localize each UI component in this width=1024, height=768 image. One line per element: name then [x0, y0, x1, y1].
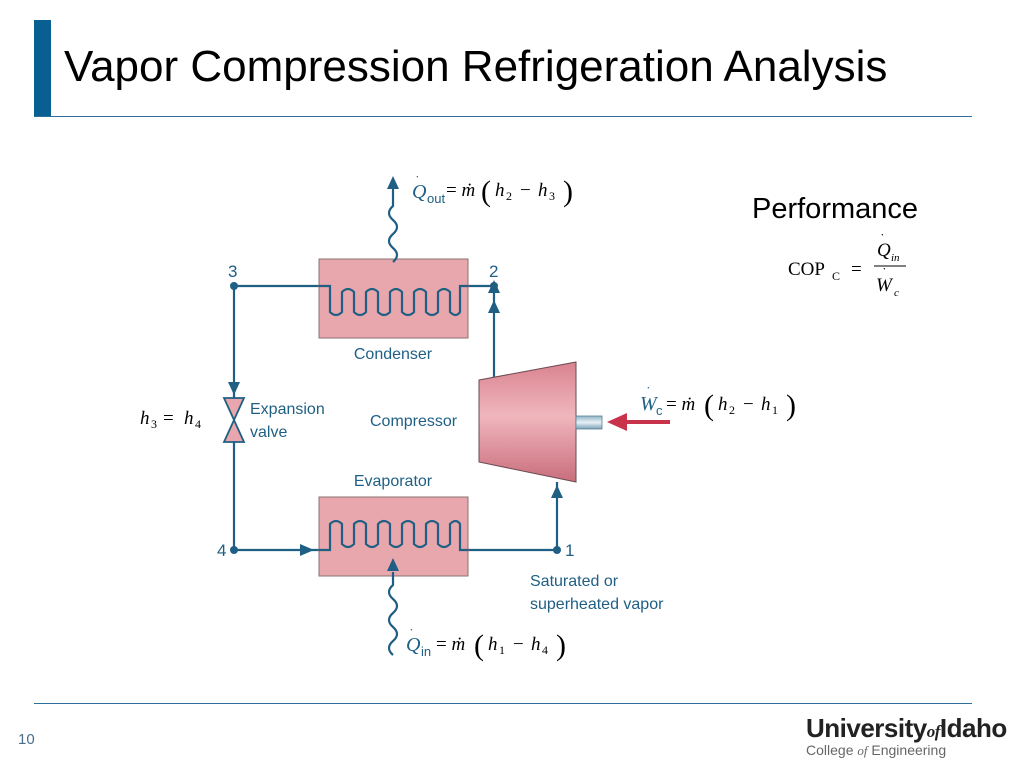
- svg-text:h: h: [538, 180, 548, 201]
- svg-text:˙: ˙: [882, 266, 887, 281]
- arrow-up-to-compressor: [551, 485, 563, 498]
- title-accent-bar: [34, 20, 51, 117]
- svg-text:2: 2: [506, 189, 512, 203]
- svg-text:c: c: [894, 287, 899, 299]
- expansion-valve: [222, 397, 246, 443]
- svg-text:= ṁ: = ṁ: [446, 180, 475, 201]
- state1-note-line2: superheated vapor: [530, 596, 664, 613]
- state-label-3: 3: [228, 262, 237, 281]
- valve-label-line2: valve: [250, 424, 287, 441]
- logo-college: College of Engineering: [806, 742, 947, 758]
- state-label-1: 1: [565, 541, 574, 560]
- svg-text:Q: Q: [406, 634, 421, 656]
- svg-text:= ṁ: = ṁ: [436, 634, 465, 655]
- state1-note-line1: Saturated or: [530, 573, 619, 590]
- svg-text:): ): [556, 629, 566, 662]
- svg-text:(: (: [704, 389, 714, 422]
- svg-text:=: =: [163, 408, 174, 429]
- svg-text:4: 4: [542, 643, 548, 657]
- equation-q-in: Q ˙ in = ṁ ( h 1 − h 4 ): [406, 627, 566, 662]
- svg-text:h: h: [495, 180, 505, 201]
- equation-w-c: W ˙ c = ṁ ( h 2 − h 1 ): [640, 385, 796, 422]
- svg-text:Q: Q: [412, 181, 427, 203]
- svg-text:h: h: [488, 634, 498, 655]
- condenser: [318, 258, 469, 339]
- compressor-label: Compressor: [370, 413, 458, 430]
- svg-text:−: −: [743, 394, 754, 415]
- state-point-2: [490, 282, 498, 290]
- valve-label-line1: Expansion: [250, 401, 325, 418]
- svg-text:1: 1: [499, 643, 505, 657]
- title-divider: [34, 116, 972, 117]
- svg-text:1: 1: [772, 403, 778, 417]
- svg-text:=: =: [851, 259, 862, 280]
- svg-text:˙: ˙: [646, 385, 651, 400]
- svg-text:): ): [563, 175, 573, 208]
- state-point-1: [553, 546, 561, 554]
- svg-text:˙: ˙: [415, 174, 420, 189]
- svg-text:h: h: [531, 634, 541, 655]
- condenser-label: Condenser: [354, 346, 433, 363]
- svg-text:in: in: [891, 252, 900, 264]
- work-input-arrowhead: [607, 413, 627, 431]
- svg-text:˙: ˙: [409, 627, 414, 642]
- svg-text:(: (: [481, 175, 491, 208]
- page-number: 10: [18, 731, 35, 748]
- arrow-right-to-evaporator: [300, 544, 314, 556]
- svg-text:Q: Q: [877, 240, 891, 261]
- svg-text:W: W: [876, 275, 894, 296]
- svg-text:3: 3: [549, 189, 555, 203]
- evaporator-coil: [319, 519, 468, 552]
- equation-cop: COP C = Q ˙ in W ˙ c: [788, 232, 906, 299]
- slide-title: Vapor Compression Refrigeration Analysis: [64, 42, 888, 91]
- compressor-shaft: [575, 415, 603, 430]
- state-label-4: 4: [217, 541, 226, 560]
- svg-text:3: 3: [151, 417, 157, 431]
- condenser-coil: [319, 284, 468, 317]
- logo-wordmark: UniversityofIdaho: [806, 713, 1007, 743]
- svg-text:in: in: [421, 644, 431, 659]
- svg-text:h: h: [718, 394, 728, 415]
- svg-text:W: W: [640, 393, 659, 415]
- svg-text:−: −: [513, 634, 524, 655]
- svg-text:COP: COP: [788, 259, 825, 280]
- heat-in-arrow: [387, 558, 399, 656]
- state-point-3: [230, 282, 238, 290]
- svg-text:4: 4: [195, 417, 201, 431]
- heat-out-arrow: [387, 176, 399, 263]
- svg-text:out: out: [427, 191, 445, 206]
- svg-text:(: (: [474, 629, 484, 662]
- svg-text:˙: ˙: [880, 232, 885, 247]
- svg-text:h: h: [184, 408, 194, 429]
- arrow-up-from-compressor: [488, 300, 500, 313]
- evaporator-label: Evaporator: [354, 473, 433, 490]
- state-point-4: [230, 546, 238, 554]
- svg-text:): ): [786, 389, 796, 422]
- svg-text:h: h: [761, 394, 771, 415]
- svg-text:h: h: [140, 408, 150, 429]
- svg-text:−: −: [520, 180, 531, 201]
- university-logo: UniversityofIdaho College of Engineering: [806, 713, 1016, 759]
- arrow-down-to-valve: [228, 382, 240, 395]
- performance-heading: Performance: [752, 193, 919, 225]
- state-label-2: 2: [489, 262, 498, 281]
- compressor: [478, 361, 670, 483]
- footer-divider: [34, 703, 972, 704]
- svg-text:2: 2: [729, 403, 735, 417]
- equation-valve: h 3 = h 4: [140, 408, 201, 431]
- svg-text:C: C: [832, 269, 840, 283]
- svg-text:c: c: [656, 403, 663, 418]
- equation-q-out: Q ˙ out = ṁ ( h 2 − h 3 ): [412, 174, 573, 208]
- svg-text:= ṁ: = ṁ: [666, 394, 695, 415]
